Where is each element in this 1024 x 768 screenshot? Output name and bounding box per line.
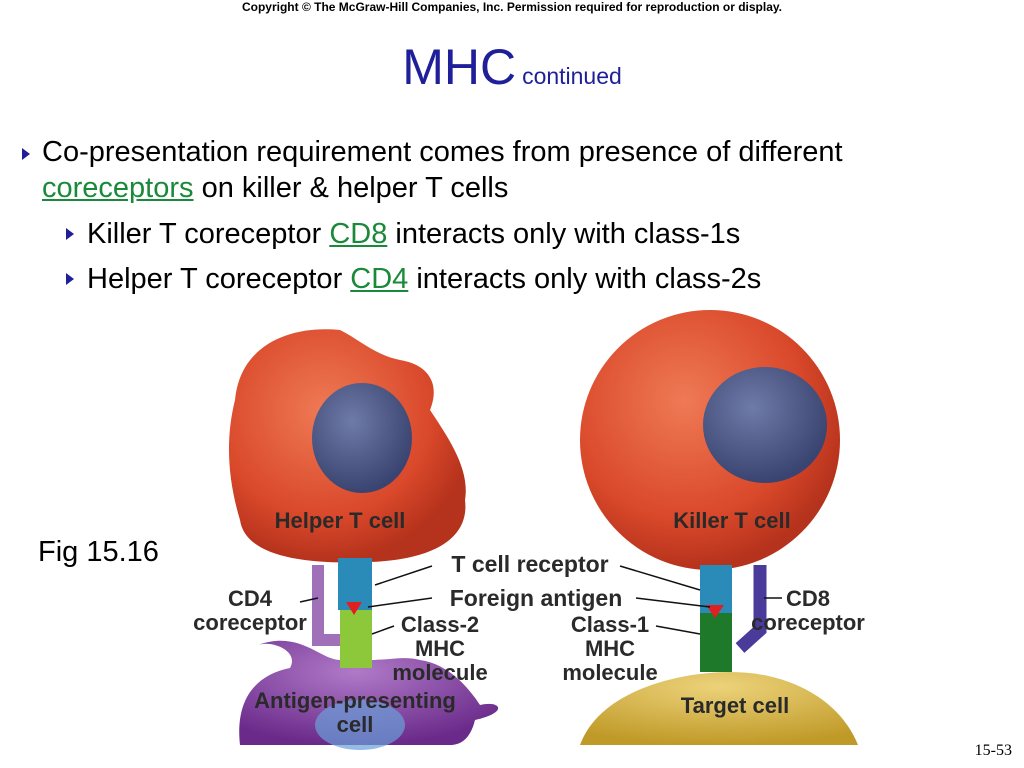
page-number: 15-53 — [974, 742, 1012, 759]
killer-nucleus — [703, 367, 827, 483]
helper-nucleus — [312, 383, 412, 493]
bullet-1-text-2: on killer & helper T cells — [193, 172, 509, 204]
killer-cell-label: Killer T cell — [673, 508, 790, 533]
bullet-2-text-2: interacts only with class-1s — [387, 218, 741, 250]
bullet-2: Killer T coreceptor CD8 interacts only w… — [87, 216, 740, 252]
bullet-2-text: Killer T coreceptor — [87, 218, 330, 250]
bullet-3-text-2: interacts only with class-2s — [408, 263, 762, 295]
class2-label: Class-2 — [401, 612, 479, 637]
cd8-coreceptor-label: coreceptor — [751, 610, 865, 635]
bullet-arrow-icon — [66, 228, 74, 240]
bullet-3-text: Helper T coreceptor — [87, 263, 351, 295]
cd8-link[interactable]: CD8 — [329, 218, 388, 250]
target-cell-label: Target cell — [681, 693, 789, 718]
antigen-label: Foreign antigen — [450, 585, 623, 611]
cd4-coreceptor-label: coreceptor — [193, 610, 307, 635]
antigen-presenting-cell — [239, 640, 499, 745]
coreceptors-link[interactable]: coreceptors — [42, 172, 194, 204]
tcr-label: T cell receptor — [451, 551, 608, 577]
cd8-label: CD8 — [786, 586, 830, 611]
class1-mhc-label: MHC — [585, 636, 635, 661]
cd4-label: CD4 — [228, 586, 273, 611]
target-cell — [580, 672, 858, 745]
bullet-arrow-icon — [66, 273, 74, 285]
class2-molecule-label: molecule — [392, 660, 487, 685]
bullet-3: Helper T coreceptor CD4 interacts only w… — [87, 261, 761, 297]
bullet-1-text: Co-presentation requirement comes from p… — [42, 136, 843, 168]
apc-label: Antigen-presenting — [254, 688, 456, 713]
title-main: MHC — [402, 39, 517, 95]
title-sub: continued — [522, 63, 622, 89]
class2-mhc-label: MHC — [415, 636, 465, 661]
bullet-arrow-icon — [22, 148, 30, 160]
cd4-link[interactable]: CD4 — [350, 263, 409, 295]
class1-label: Class-1 — [571, 612, 649, 637]
copyright-notice: Copyright © The McGraw-Hill Companies, I… — [241, 0, 783, 14]
class1-molecule-label: molecule — [562, 660, 657, 685]
bullet-1: Co-presentation requirement comes from p… — [42, 134, 1012, 206]
helper-cell-label: Helper T cell — [275, 508, 406, 533]
apc-cell-label: cell — [337, 712, 374, 737]
figure-caption: Fig 15.16 — [38, 536, 159, 568]
